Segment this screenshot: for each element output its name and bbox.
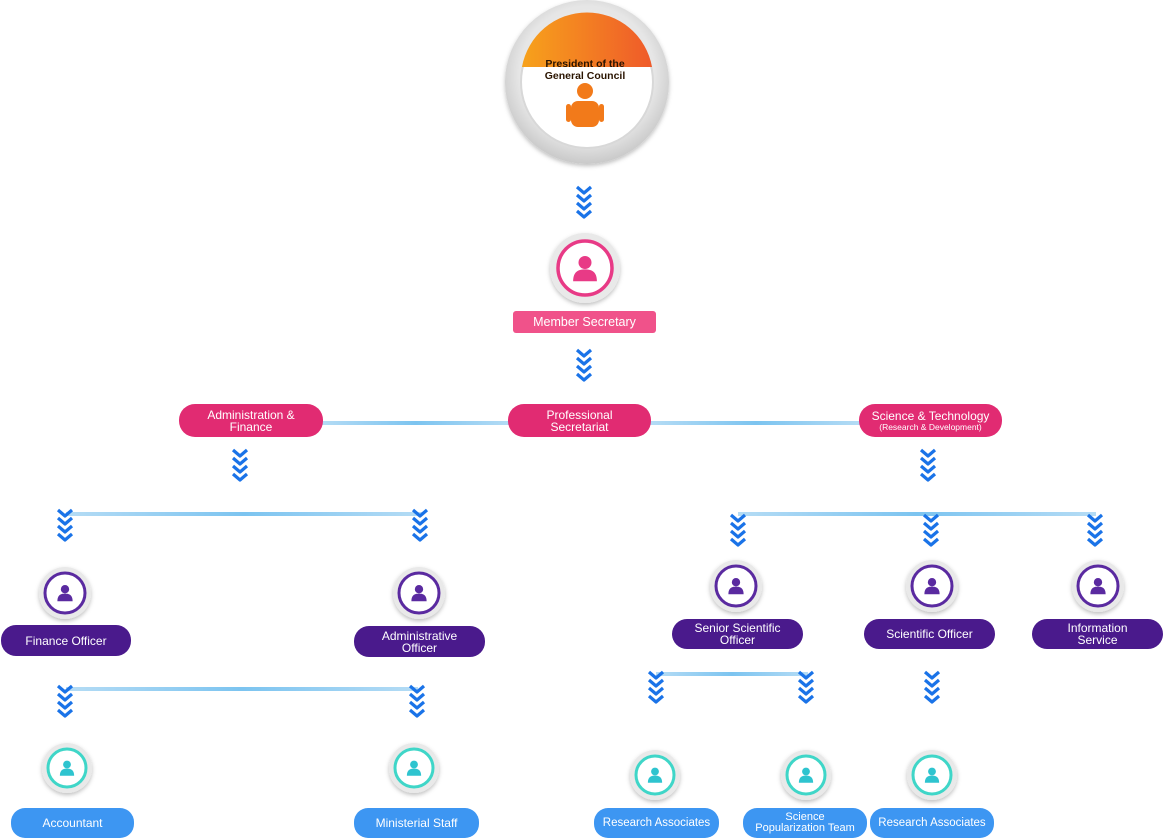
chevron-down-icon — [797, 670, 815, 704]
administrative-officer-line1: Administrative — [381, 628, 458, 643]
finance-officer-text: Finance Officer — [25, 633, 107, 648]
science-popularization-line1: Science — [785, 811, 825, 823]
professional-secretariat-line2: Secretariat — [550, 419, 609, 434]
member-secretary-text: Member Secretary — [533, 315, 636, 329]
research-associates-1-text: Research Associates — [602, 817, 711, 829]
teal-icons — [42, 743, 957, 800]
purple-icons — [39, 560, 1124, 619]
scientific-officer-text: Scientific Officer — [886, 627, 973, 641]
chevron-down-icon — [575, 348, 593, 382]
accountant-text: Accountant — [42, 816, 103, 830]
science-technology-line2: (Research & Development) — [879, 421, 982, 432]
person-icon — [566, 83, 604, 127]
chevron-down-icon — [923, 670, 941, 704]
president-title-line2: General Council — [544, 70, 626, 82]
senior-scientific-officer-line2: Officer — [719, 633, 756, 647]
member-secretary-icon — [550, 233, 620, 303]
chevron-down-icon — [1086, 513, 1104, 547]
admin-finance-line2: Finance — [229, 419, 273, 434]
information-service-line2: Service — [1077, 633, 1118, 647]
accountant-label: Accountant — [11, 808, 134, 838]
finance-officer-label: Finance Officer — [1, 625, 131, 656]
science-popularization-line2: Popularization Team — [755, 822, 855, 834]
president-title-line1: President of the — [545, 58, 625, 70]
ministerial-staff-text: Ministerial Staff — [375, 816, 458, 830]
information-service-line1: Information — [1067, 621, 1128, 635]
chevron-down-icon — [729, 513, 747, 547]
admin-finance-line1: Administration & — [207, 407, 295, 422]
chevron-down-icon — [919, 448, 937, 482]
research-associates-1-label: Research Associates — [594, 808, 719, 838]
admin-finance-label: Administration &Finance — [179, 404, 323, 437]
president-node — [505, 0, 669, 164]
chevron-down-icon — [647, 670, 665, 704]
research-associates-2-label: Research Associates — [870, 808, 994, 838]
science-technology-label: Science & Technology(Research & Developm… — [859, 404, 1002, 437]
president-title: President of the General Council — [528, 52, 642, 88]
administrative-officer-line2: Officer — [401, 640, 438, 655]
science-technology-line1: Science & Technology — [871, 408, 990, 423]
research-associates-2-text: Research Associates — [878, 817, 986, 829]
connector-lines — [66, 421, 1096, 691]
professional-secretariat-line1: Professional — [546, 407, 613, 422]
senior-scientific-officer-line1: Senior Scientific — [694, 621, 781, 635]
scientific-officer-label: Scientific Officer — [864, 619, 995, 649]
chevron-down-icon — [231, 448, 249, 482]
member-secretary-label: Member Secretary — [513, 311, 656, 333]
chevron-down-icon — [575, 185, 593, 219]
ministerial-staff-label: Ministerial Staff — [354, 808, 479, 838]
chevron-down-icon — [922, 513, 940, 547]
